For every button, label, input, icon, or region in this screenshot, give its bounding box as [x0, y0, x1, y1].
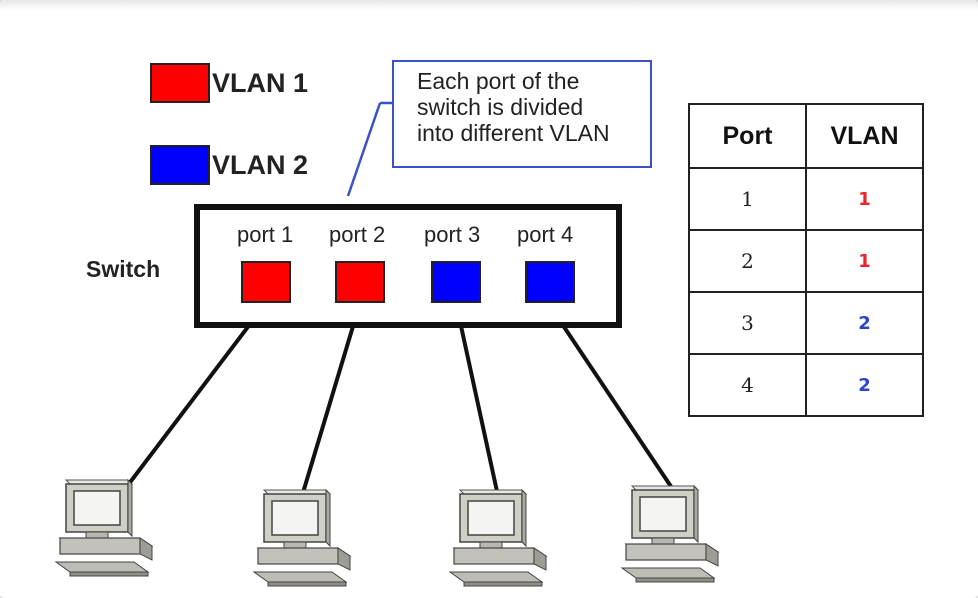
port-label-1: port 1 — [237, 222, 294, 247]
switch-label: Switch — [86, 256, 161, 282]
callout-pointer — [346, 102, 382, 197]
port-label-3: port 3 — [424, 222, 481, 247]
computer-icon[interactable] — [449, 489, 547, 587]
cell-port: 1 — [688, 167, 807, 231]
table-row: 1 1 — [688, 167, 924, 231]
legend-label-vlan2: VLAN 2 — [212, 150, 309, 180]
callout-note: Each port of the switch is divided into … — [392, 60, 652, 168]
callout-line: into different VLAN — [417, 120, 610, 146]
port-label-4: port 4 — [517, 222, 574, 247]
cell-vlan: 2 — [805, 353, 924, 417]
cell-port: 3 — [688, 291, 807, 355]
port-4-square[interactable] — [525, 261, 575, 303]
callout-line: switch is divided — [417, 94, 584, 120]
cable-port2 — [300, 302, 362, 497]
computer-icon[interactable] — [253, 489, 351, 587]
computer-icon[interactable] — [621, 485, 719, 583]
cable-port1 — [126, 301, 268, 487]
header-port: Port — [688, 103, 807, 169]
table-header-row: Port VLAN — [688, 103, 924, 169]
cell-vlan: 1 — [805, 229, 924, 293]
table-row: 2 1 — [688, 229, 924, 293]
port-vlan-table: Port VLAN 1 1 2 1 3 2 4 2 — [688, 103, 924, 417]
legend-swatch-vlan2 — [150, 145, 210, 185]
cell-port: 4 — [688, 353, 807, 417]
cell-vlan: 2 — [805, 291, 924, 355]
legend-swatch-vlan1 — [150, 63, 210, 103]
table-row: 4 2 — [688, 353, 924, 417]
callout-line: Each port of the — [417, 68, 580, 94]
header-vlan: VLAN — [805, 103, 924, 169]
cell-vlan: 1 — [805, 167, 924, 231]
port-label-2: port 2 — [329, 222, 386, 247]
cable-port4 — [546, 301, 674, 490]
legend-label-vlan1: VLAN 1 — [212, 68, 309, 98]
cable-port3 — [454, 302, 500, 497]
computer-icon[interactable] — [55, 479, 153, 577]
port-2-square[interactable] — [335, 261, 385, 303]
port-1-square[interactable] — [241, 261, 291, 303]
port-3-square[interactable] — [431, 261, 481, 303]
table-row: 3 2 — [688, 291, 924, 355]
cell-port: 2 — [688, 229, 807, 293]
